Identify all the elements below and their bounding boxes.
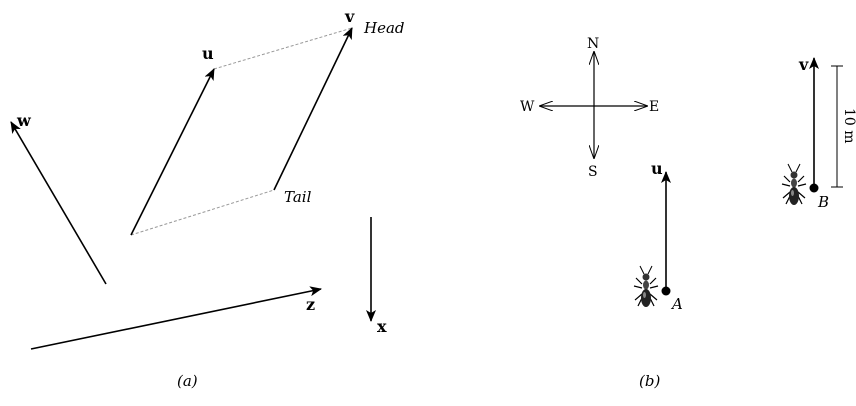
vector-u bbox=[130, 68, 215, 236]
point-a bbox=[661, 286, 671, 296]
label-v: v bbox=[344, 7, 355, 26]
dimension-bracket: 10 m bbox=[831, 65, 856, 188]
ant-icon bbox=[781, 163, 807, 206]
compass-east-label: E bbox=[649, 99, 659, 115]
label-w: w bbox=[16, 111, 32, 130]
dashed-edge-top bbox=[213, 27, 353, 70]
label-u: u bbox=[202, 44, 214, 63]
label-tail: Tail bbox=[284, 188, 312, 206]
label-v-b: v bbox=[798, 55, 809, 74]
vector-w bbox=[10, 121, 107, 285]
point-b bbox=[809, 183, 819, 193]
panel-b: N S E W u A v B 10 m (b) bbox=[520, 36, 856, 390]
label-x: x bbox=[377, 317, 387, 336]
label-z: z bbox=[306, 295, 315, 314]
caption-a: (a) bbox=[177, 372, 198, 390]
label-u-b: u bbox=[651, 159, 663, 178]
caption-b: (b) bbox=[639, 372, 660, 390]
compass-north-label: N bbox=[587, 36, 599, 52]
vector-z bbox=[30, 286, 322, 350]
label-point-a: A bbox=[670, 295, 683, 313]
label-point-b: B bbox=[817, 193, 829, 211]
compass-west-label: W bbox=[520, 99, 535, 115]
panel-a: u v w z x Head Tail (a) bbox=[10, 7, 405, 390]
dashed-edge-bottom bbox=[130, 189, 275, 236]
compass-south-label: S bbox=[588, 164, 598, 180]
vector-v bbox=[273, 27, 353, 191]
ant-icon bbox=[633, 265, 659, 308]
compass: N S E W bbox=[520, 36, 659, 180]
label-head: Head bbox=[363, 19, 405, 37]
dimension-label: 10 m bbox=[841, 108, 856, 144]
